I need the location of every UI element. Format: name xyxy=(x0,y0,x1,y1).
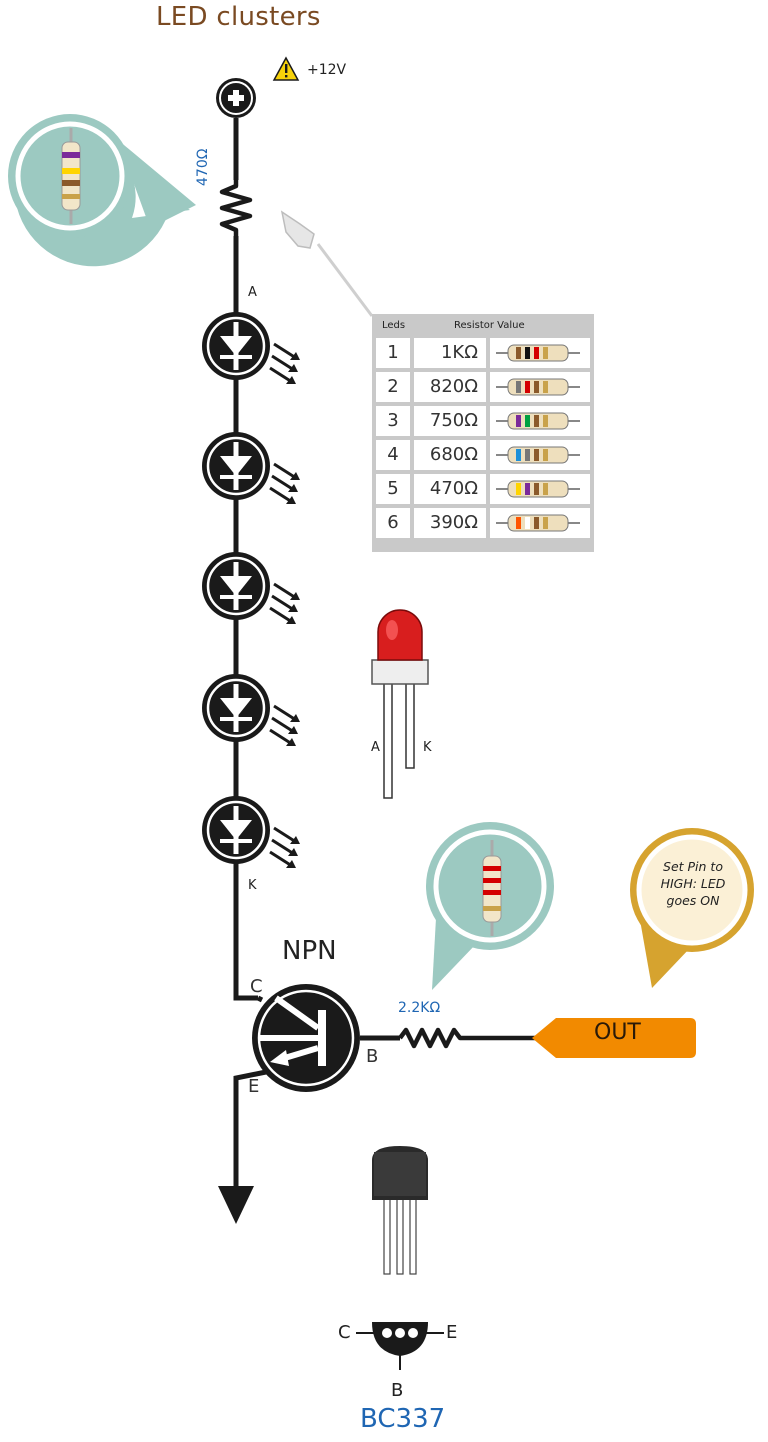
resistor-470-icon xyxy=(219,180,253,236)
resistor-color-icon xyxy=(490,508,590,538)
table-row: 1 1KΩ xyxy=(376,338,590,368)
resistor-band xyxy=(525,347,530,359)
led-symbol-icon xyxy=(202,796,300,868)
resistor-band xyxy=(543,347,548,359)
resistor-band xyxy=(525,381,530,393)
bc337-package-icon xyxy=(372,1146,428,1275)
resistor-color-icon xyxy=(490,338,590,368)
resistor-main-value: 470Ω xyxy=(195,148,211,186)
led-symbol-icon xyxy=(202,552,300,624)
pinout-e-label: E xyxy=(446,1322,458,1343)
plus-icon xyxy=(216,78,256,118)
table-row: 5 470Ω xyxy=(376,474,590,504)
resistor-band xyxy=(516,415,521,427)
supply-label: +12V xyxy=(307,62,347,78)
resistor-band xyxy=(534,483,539,495)
resistor-color-icon xyxy=(490,406,590,436)
leds-count: 4 xyxy=(387,444,399,465)
collector-label: C xyxy=(250,976,263,997)
pinout-b-label: B xyxy=(391,1380,404,1401)
resistor-value: 390Ω xyxy=(429,512,478,533)
resistor-value: 1KΩ xyxy=(440,342,478,363)
led-part-cathode-label: K xyxy=(423,740,432,755)
emitter-label: E xyxy=(248,1076,260,1097)
resistor-value: 750Ω xyxy=(429,410,478,431)
led-symbol-icon xyxy=(202,432,300,504)
gold-callout-text: Set Pin to HIGH: LED goes ON xyxy=(660,859,726,908)
resistor-color-icon xyxy=(490,372,590,402)
leds-count: 2 xyxy=(387,376,399,397)
table-row: 2 820Ω xyxy=(376,372,590,402)
transistor-type-label: NPN xyxy=(282,936,337,966)
pinout-c-label: C xyxy=(338,1322,351,1343)
pointing-hand-icon xyxy=(280,210,315,249)
resistor-band xyxy=(534,415,539,427)
resistor-band xyxy=(525,517,530,529)
resistor-band xyxy=(543,381,548,393)
warning-icon xyxy=(272,56,300,81)
base-resistor-value: 2.2KΩ xyxy=(398,1000,441,1016)
resistor-band xyxy=(516,483,521,495)
leds-count: 5 xyxy=(387,478,399,499)
leds-count: 1 xyxy=(387,342,399,363)
header-resistor-value: Resistor Value xyxy=(454,320,525,331)
resistor-band xyxy=(525,415,530,427)
led-cathode-label: K xyxy=(248,878,257,893)
resistor-band xyxy=(516,517,521,529)
resistor-value: 820Ω xyxy=(429,376,478,397)
out-tag-shape xyxy=(532,1018,696,1058)
resistor-band xyxy=(543,517,548,529)
red-led-part-icon xyxy=(371,609,429,799)
leds-count: 6 xyxy=(387,512,399,533)
resistor-22k-icon xyxy=(398,1027,540,1049)
resistor-band xyxy=(516,381,521,393)
resistor-color-icon xyxy=(490,474,590,504)
resistor-band xyxy=(525,483,530,495)
resistor-value: 680Ω xyxy=(429,444,478,465)
led-symbol-icon xyxy=(202,674,300,746)
resistor-band xyxy=(534,347,539,359)
table-row: 3 750Ω xyxy=(376,406,590,436)
resistor-color-icon xyxy=(490,440,590,470)
resistor-band xyxy=(525,449,530,461)
led-symbol-icon xyxy=(202,312,300,384)
led-part-anode-label: A xyxy=(371,740,380,755)
resistor-band xyxy=(543,483,548,495)
bc337-pinout-icon xyxy=(356,1322,444,1370)
table-header: Leds Resistor Value xyxy=(372,314,594,338)
leds-count: 3 xyxy=(387,410,399,431)
resistor-band xyxy=(516,347,521,359)
resistor-band xyxy=(543,415,548,427)
resistor-band xyxy=(543,449,548,461)
resistor-band xyxy=(534,381,539,393)
resistor-value: 470Ω xyxy=(429,478,478,499)
part-number-label: BC337 xyxy=(360,1404,446,1434)
table-row: 6 390Ω xyxy=(376,508,590,538)
resistor-band xyxy=(516,449,521,461)
npn-transistor-symbol xyxy=(252,984,360,1092)
led-anode-label: A xyxy=(248,285,257,300)
page-title: LED clusters xyxy=(156,2,321,32)
base-label: B xyxy=(366,1046,379,1067)
table-row: 4 680Ω xyxy=(376,440,590,470)
ground-arrow-icon xyxy=(218,1186,254,1224)
resistor-band xyxy=(534,517,539,529)
resistor-band xyxy=(534,449,539,461)
resistor-callout-top xyxy=(8,114,196,267)
resistor-table: Leds Resistor Value 1 1KΩ 2 820Ω xyxy=(372,314,594,552)
out-label: OUT xyxy=(594,1020,641,1045)
resistor-callout-base xyxy=(426,822,554,990)
header-leds: Leds xyxy=(382,320,406,331)
gold-callout xyxy=(630,828,754,988)
